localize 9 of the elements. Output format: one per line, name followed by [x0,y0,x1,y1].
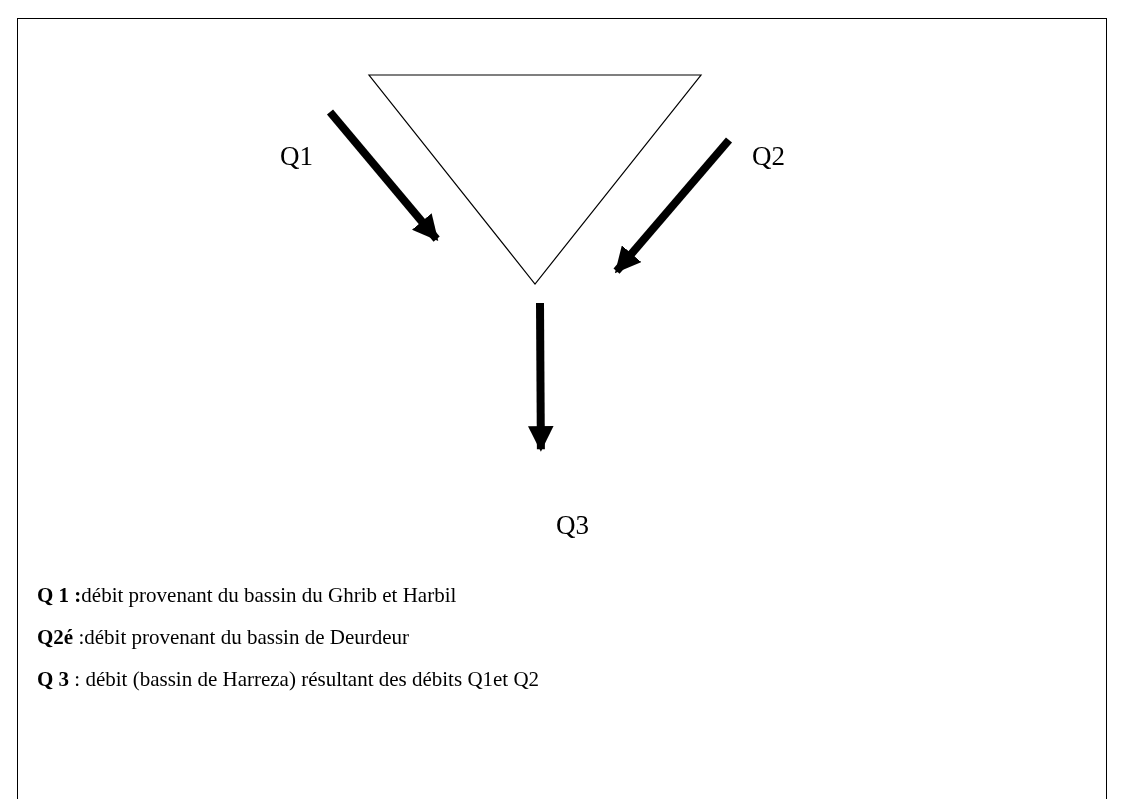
arrow [613,137,733,274]
legend-note: Q2é :débit provenant du bassin de Deurdeur [37,625,411,650]
arrow [527,302,554,452]
flow-label: Q1 [280,143,313,170]
arrow [326,109,440,242]
legend-note: Q 1 :débit provenant du bassin du Ghrib et Harbil [37,583,458,608]
flow-label: Q2 [752,143,785,170]
flow-label: Q3 [556,512,589,539]
legend-note: Q 3 : débit (bassin de Harreza) résultant des débits Q1et Q2 [37,667,540,692]
